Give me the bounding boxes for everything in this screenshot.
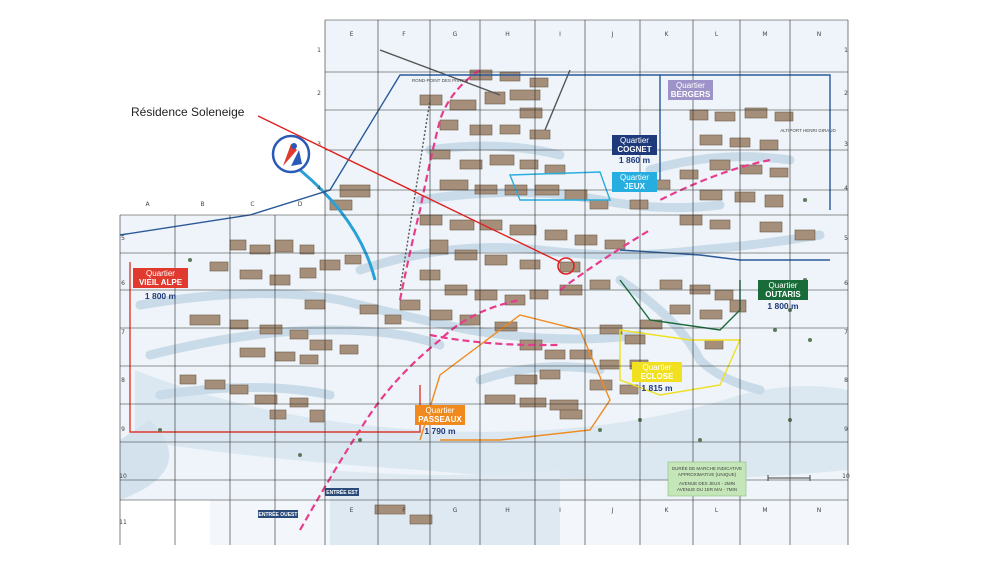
grid-column-label: K <box>665 31 670 38</box>
grid-row-label: 9 <box>121 426 125 433</box>
grid-row-label-right: 4 <box>844 185 848 192</box>
tourist-office-logo <box>271 134 311 174</box>
grid-column-label: I <box>559 31 561 38</box>
quarter-badge-vieil-alpe: Quartier VIEIL ALPE 1 800 m <box>133 268 188 301</box>
grid-column-label-bottom: G <box>453 507 458 514</box>
quarter-title: Quartier <box>426 406 455 415</box>
grid-column-label: A <box>145 201 150 208</box>
grid-row-label: 4 <box>317 185 321 192</box>
grid-column-label-bottom: K <box>665 507 670 514</box>
grid-column-label: D <box>298 201 303 208</box>
legend-line-2: APPROXIMATIVE (UNIQUE) <box>678 472 737 477</box>
grid-column-label-bottom: M <box>762 507 767 514</box>
place-label-entree-ouest: ENTRÉE OUEST <box>259 510 298 518</box>
quarter-badge-eclose: Quartier ECLOSE 1 815 m <box>632 362 682 393</box>
place-label-altiport: ALTIPORT HENRI GIRAUD <box>780 128 836 133</box>
grid-column-label: L <box>715 31 719 38</box>
grid-row-label-right: 3 <box>844 141 848 148</box>
residence-marker <box>557 257 575 275</box>
grid-column-label: M <box>762 31 767 38</box>
quarter-name: ECLOSE <box>641 372 675 381</box>
ski-path <box>299 69 771 531</box>
grid-row-label-right: 8 <box>844 377 848 384</box>
quarter-name: OUTARIS <box>765 290 801 299</box>
quarter-title: Quartier <box>146 269 175 278</box>
grid-row-label: 2 <box>317 90 321 97</box>
grid-row-label-right: 6 <box>844 280 848 287</box>
grid-column-label: C <box>250 201 254 208</box>
grid-column-label-bottom: F <box>402 507 406 514</box>
walking-time-legend: DURÉE DE MARCHE INDICATIVE APPROXIMATIVE… <box>667 461 747 497</box>
quarter-altitude: 1 860 m <box>619 155 651 165</box>
quarter-altitude: 1 800 m <box>145 291 177 301</box>
residence-label: Résidence Soleneige <box>131 105 245 119</box>
grid-column-label: B <box>200 201 204 208</box>
grid-row-label: 5 <box>121 235 125 242</box>
quarter-altitude: 1 790 m <box>424 426 456 436</box>
legend-line-4: AVENUE DU 1ER MAI - 7MIN <box>677 487 737 492</box>
grid-row-label: 11 <box>119 519 127 526</box>
grid-column-label: J <box>611 31 614 38</box>
grid-row-label: 1 <box>317 47 321 54</box>
quarter-badge-bergers: Quartier BERGERS <box>668 80 713 100</box>
grid-column-label-bottom: J <box>611 507 614 514</box>
place-label-entree-est: ENTRÉE EST <box>326 488 357 496</box>
legend-line-1: DURÉE DE MARCHE INDICATIVE <box>672 465 742 471</box>
quarter-title: Quartier <box>620 173 649 182</box>
grid-column-label-bottom: I <box>559 507 561 514</box>
grid-column-label-bottom: L <box>715 507 719 514</box>
grid-column-label: G <box>453 31 458 38</box>
quarter-badge-passeaux: Quartier PASSEAUX 1 790 m <box>415 405 465 436</box>
grid-row-label: 7 <box>121 329 125 336</box>
quarter-title: Quartier <box>676 81 705 90</box>
grid-row-label: 8 <box>121 377 125 384</box>
scale-bar <box>767 475 811 481</box>
quarter-title: Quartier <box>643 363 672 372</box>
grid-row-label-right: 10 <box>842 473 850 480</box>
grid-column-label-bottom: H <box>505 507 510 514</box>
quarter-name: BERGERS <box>671 90 711 99</box>
quarter-badge-outaris: Quartier OUTARIS 1 800 m <box>758 280 808 311</box>
quarter-name: PASSEAUX <box>418 415 462 424</box>
grid-column-label-bottom: E <box>350 507 354 514</box>
grid-row-label-right: 9 <box>844 426 848 433</box>
quarter-altitude: 1 800 m <box>767 301 799 311</box>
quarter-badge-cognet: Quartier COGNET 1 860 m <box>612 135 657 165</box>
legend-line-3: AVENUE DES JEUX - 2MIN <box>679 481 735 486</box>
quarter-altitude: 1 815 m <box>641 383 673 393</box>
quarter-name: JEUX <box>624 182 646 191</box>
residence-pointer-line <box>257 115 561 263</box>
grid-column-label: H <box>505 31 510 38</box>
place-label-rond-point: ROND-POINT DES PISTES <box>412 78 468 83</box>
grid-row-label-right: 1 <box>844 47 848 54</box>
grid-row-label-right: 2 <box>844 90 848 97</box>
grid-column-label-bottom: N <box>817 507 822 514</box>
grid-row-label: 10 <box>119 473 127 480</box>
quarter-name: COGNET <box>617 145 651 154</box>
quarter-badge-jeux: Quartier JEUX <box>612 172 657 192</box>
quarter-title: Quartier <box>769 281 798 290</box>
grid-row-label-right: 7 <box>844 329 848 336</box>
grid-column-label: N <box>817 31 822 38</box>
grid-row-label-right: 5 <box>844 235 848 242</box>
grid-column-labels: A B C D E E F F G G H H I I J J K K L L M M N N <box>145 31 821 514</box>
entree-ouest-sign <box>258 510 298 518</box>
grid-column-label: E <box>350 31 354 38</box>
grid-row-label: 6 <box>121 280 125 287</box>
entree-est-sign <box>325 488 359 496</box>
grid-column-label: F <box>402 31 406 38</box>
grid-row-label: 3 <box>317 141 321 148</box>
quarter-name: VIEIL ALPE <box>139 278 183 287</box>
quarter-title: Quartier <box>620 136 649 145</box>
